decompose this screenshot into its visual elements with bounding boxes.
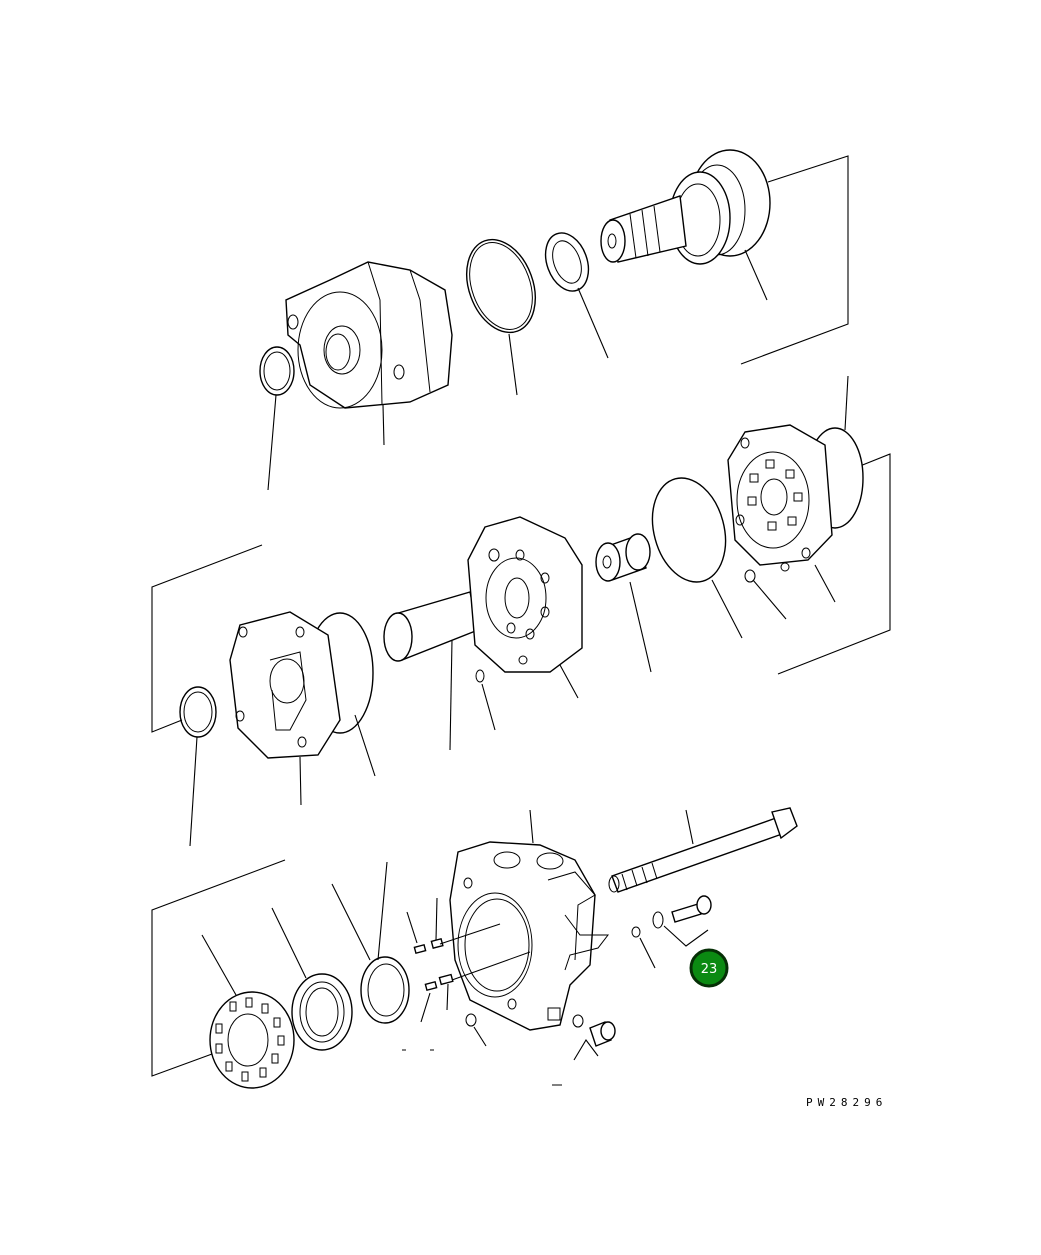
callout-23[interactable]: 23 bbox=[689, 948, 729, 988]
adapter-plate-part bbox=[229, 611, 374, 759]
seal-ring-part bbox=[259, 346, 295, 396]
end-cover-part bbox=[727, 424, 864, 566]
middle-o-ring-part bbox=[651, 477, 727, 583]
o-ring-part bbox=[466, 238, 536, 334]
bearing-ring-part bbox=[544, 232, 590, 292]
middle-assembly-group bbox=[151, 375, 891, 847]
bottom-assembly-group bbox=[151, 807, 798, 1089]
rotor-plate-part bbox=[209, 991, 295, 1089]
small-gear-part bbox=[595, 533, 651, 582]
gear-housing-part bbox=[467, 516, 583, 673]
output-shaft-part bbox=[600, 149, 771, 265]
valve-pins-part bbox=[413, 923, 531, 992]
figure-id: PW28296 bbox=[806, 1096, 887, 1109]
relief-plug-part bbox=[671, 895, 712, 923]
middle-seal-ring-part bbox=[179, 686, 217, 738]
oil-seal-part bbox=[360, 956, 410, 1024]
callout-number: 23 bbox=[701, 962, 718, 977]
callout-marker[interactable] bbox=[689, 948, 729, 988]
bearing-part bbox=[291, 973, 353, 1051]
valve-housing-part bbox=[449, 841, 610, 1031]
top-assembly-group bbox=[259, 149, 849, 491]
front-housing-part bbox=[285, 261, 453, 409]
drain-plug-part bbox=[589, 1021, 616, 1047]
long-bolt-part bbox=[608, 807, 798, 893]
